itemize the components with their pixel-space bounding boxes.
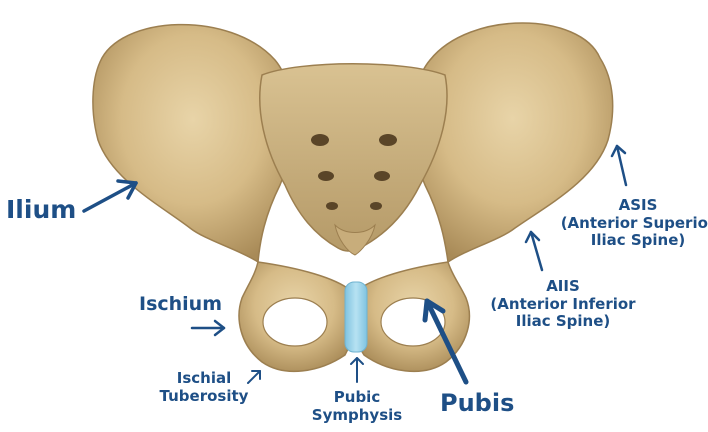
aiis-arrow	[526, 232, 542, 270]
aiis-line: Iliac Spine)	[478, 313, 648, 331]
pubic-symphysis-label: Pubic Symphysis	[300, 389, 414, 424]
asis-arrow	[612, 146, 626, 185]
ischium-arrow	[192, 321, 224, 335]
sacral-foramen	[370, 202, 382, 210]
pubic-symphysis-line: Pubic	[300, 389, 414, 407]
ilium-arrow	[84, 181, 136, 211]
ischial-tuberosity-label: Ischial Tuberosity	[152, 370, 256, 405]
asis-line: Iliac Spine)	[548, 232, 708, 250]
ischial-tuberosity-line: Tuberosity	[152, 388, 256, 406]
sacral-foramen	[379, 134, 397, 146]
ischium-label: Ischium	[139, 293, 222, 315]
asis-label: ASIS (Anterior Superior Iliac Spine)	[548, 197, 708, 250]
aiis-line: AIIS	[478, 278, 648, 296]
asis-line: ASIS	[548, 197, 708, 215]
left-obturator-foramen	[263, 298, 327, 346]
left-ilium	[93, 25, 293, 262]
pubic-symphysis-arrow	[351, 358, 363, 382]
pubic-symphysis-line: Symphysis	[300, 407, 414, 425]
pubic-symphysis-cartilage	[345, 282, 367, 352]
sacral-foramen	[318, 171, 334, 181]
aiis-label: AIIS (Anterior Inferior Iliac Spine)	[478, 278, 648, 331]
aiis-line: (Anterior Inferior	[478, 296, 648, 314]
sacral-foramen	[311, 134, 329, 146]
sacral-foramen	[374, 171, 390, 181]
sacral-foramen	[326, 202, 338, 210]
ischial-tuberosity-line: Ischial	[152, 370, 256, 388]
asis-line: (Anterior Superior	[548, 215, 708, 233]
sacrum	[260, 64, 447, 251]
pubis-label: Pubis	[440, 389, 514, 417]
ilium-label: Ilium	[6, 195, 76, 225]
